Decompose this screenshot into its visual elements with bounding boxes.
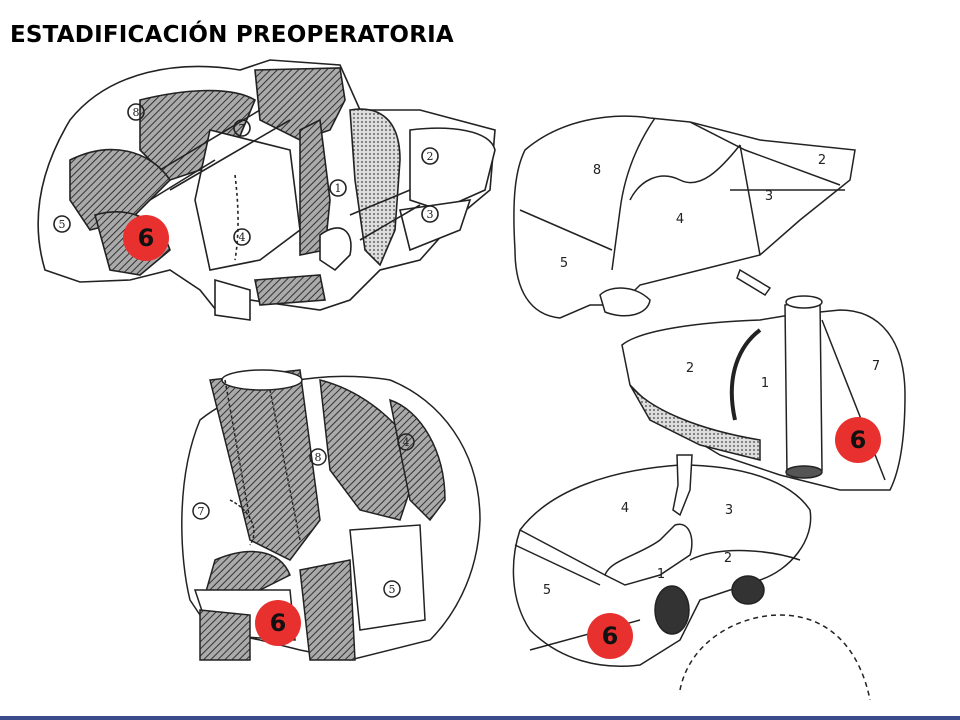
segment-label: 3	[427, 208, 434, 221]
bottom-rule	[0, 716, 960, 720]
segment-label: 2	[686, 361, 694, 376]
segment-label: 7	[198, 505, 205, 518]
liver-outline	[621, 309, 906, 491]
segment-label: 1	[657, 567, 665, 582]
figure-bottom-right: 4 3 5 1 2	[512, 454, 871, 701]
figure-bottom-left: 8 4 7 5	[181, 369, 481, 661]
figure-top-right: 8 2 3 4 5	[513, 115, 856, 319]
segment-label: 1	[761, 376, 769, 391]
liver-outline	[513, 115, 856, 319]
segment-label: 5	[59, 218, 66, 231]
segment-label: 7	[872, 359, 880, 374]
segment-label: 4	[676, 212, 684, 227]
segment-label: 4	[403, 436, 410, 449]
segment-label: 2	[818, 153, 826, 168]
segment-label: 2	[427, 150, 434, 163]
segment-6-marker: 6	[835, 417, 881, 463]
figure-middle-right: 2 1 7	[621, 295, 906, 491]
segment-label: 5	[560, 256, 568, 271]
segment-label: 2	[724, 551, 732, 566]
segment-6-marker: 6	[255, 600, 301, 646]
segment-label: 5	[543, 583, 551, 598]
segment-label: 8	[133, 106, 140, 119]
segment-6-marker: 6	[123, 215, 169, 261]
segment-label: 4	[239, 231, 246, 244]
segment-label: 8	[315, 451, 322, 464]
segment-label: 3	[765, 189, 773, 204]
segment-label: 3	[725, 503, 733, 518]
segment-6-marker: 6	[587, 613, 633, 659]
segment-label: 8	[593, 163, 601, 178]
segment-label: 1	[335, 182, 342, 195]
segment-label: 5	[389, 583, 396, 596]
segment-label: 7	[239, 122, 246, 135]
segment-label: 4	[621, 501, 629, 516]
figure-top-left: 8 7 2 1 3 4 5	[37, 59, 496, 321]
slide-title: ESTADIFICACIÓN PREOPERATORIA	[10, 22, 454, 48]
